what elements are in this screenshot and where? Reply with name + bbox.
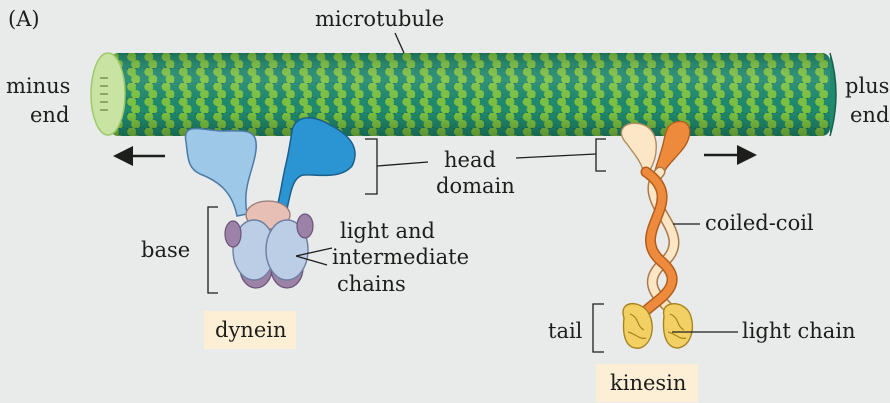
panel-label: (A): [8, 7, 40, 31]
dynein-tag: dynein: [215, 318, 287, 342]
kinesin-motor: [621, 121, 692, 348]
microtubule: [91, 53, 836, 136]
base-bracket: [208, 207, 218, 293]
microtubule-plus-cap: [830, 53, 836, 136]
kinesin-tag: kinesin: [610, 371, 686, 395]
base-label: base: [141, 238, 190, 262]
minus-end-label-line2: end: [30, 103, 69, 127]
tail-bracket: [593, 304, 604, 352]
dynein-head-bracket: [365, 139, 377, 194]
light-intermediate-line2: intermediate: [332, 245, 469, 269]
microtubule-leader: [395, 33, 404, 53]
kinesin-head-bracket: [596, 139, 606, 171]
head-domain-label-line2: domain: [436, 174, 515, 198]
microtubule-label: microtubule: [315, 7, 444, 31]
minus-end-label-line1: minus: [6, 74, 70, 98]
head-domain-label-line1: head: [444, 148, 496, 172]
light-intermediate-line1: light and: [340, 219, 435, 243]
light-intermediate-line3: chains: [337, 272, 406, 296]
dynein-motor: [185, 118, 355, 288]
kinesin-tail-right: [664, 304, 693, 348]
kinesin-head-light: [621, 123, 656, 170]
tail-label: tail: [548, 319, 583, 343]
light-chain-label: light chain: [742, 319, 856, 343]
coiled-coil-label: coiled-coil: [705, 211, 814, 235]
dynein-head-left: [185, 129, 256, 216]
plus-end-label-line2: end: [850, 103, 889, 127]
plus-end-label-line1: plus: [845, 74, 889, 98]
